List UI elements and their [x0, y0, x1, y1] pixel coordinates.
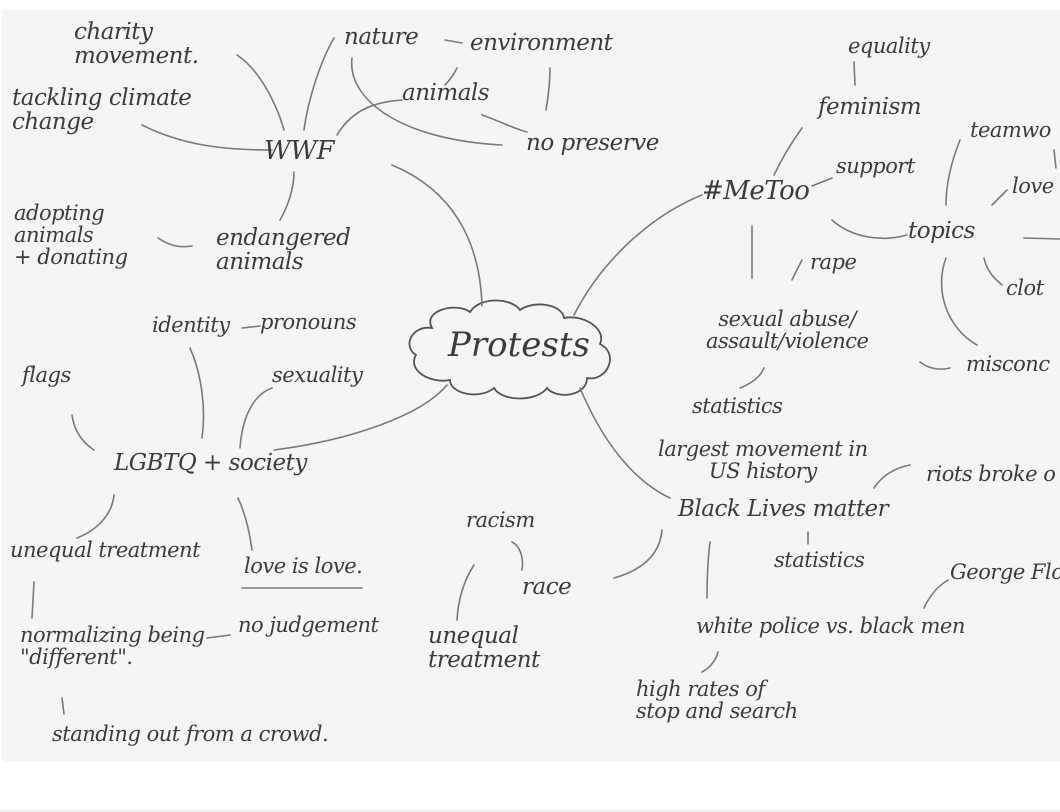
node-sexual-abuse: sexual abuse/ assault/violence: [706, 307, 869, 354]
link-abuse-misconceptions: [919, 361, 951, 370]
node-adopting-animals-donating: adopting animals + donating: [14, 201, 128, 270]
link-teamwork-right: [1053, 149, 1057, 169]
link-nature-reserve: [350, 57, 503, 146]
node-charity-movement: charity movement.: [74, 19, 199, 70]
node-equality: equality: [848, 34, 930, 58]
link-center-blm: [579, 387, 671, 499]
center-topic-protests: Protests: [448, 325, 590, 365]
node-identity: identity: [152, 313, 230, 337]
link-center-wwf: [391, 164, 483, 307]
node-nature-reserve: no preserve: [526, 130, 659, 156]
node-racism: racism: [466, 508, 535, 532]
link-blm-police: [706, 541, 711, 599]
link-blm-riots: [873, 464, 911, 489]
node-white-police: white police vs. black men: [696, 614, 965, 638]
link-metoo-topics: [831, 219, 908, 240]
link-center-lgbtq: [273, 384, 448, 451]
link-identity: [189, 347, 205, 439]
link-topics-misconceptions: [940, 257, 978, 346]
link-racism-race: [511, 541, 524, 571]
node-george-floyd: George Flo: [950, 560, 1060, 584]
link-normalizing-standing: [61, 697, 65, 715]
node-tackling-climate-change: tackling climate change: [12, 85, 192, 136]
link-nature-environment: [444, 39, 463, 44]
link-sexuality: [239, 387, 273, 449]
mind-map-sheet: Protests WWF charity movement. tackling …: [2, 10, 1060, 762]
link-env-animals: [444, 67, 458, 86]
link-abuse-statistics: [739, 367, 765, 389]
link-feminism-equality: [853, 61, 856, 86]
link-animals-reserve: [481, 114, 528, 133]
node-blm-statistics: statistics: [774, 548, 865, 572]
link-wwf-climate: [141, 124, 273, 151]
node-environment: environment: [470, 30, 613, 56]
link-topics-teamwork: [945, 139, 961, 206]
link-unequal: [76, 494, 115, 539]
link-loveislove: [237, 497, 253, 551]
node-feminism: feminism: [818, 94, 922, 120]
node-stop-and-search: high rates of stop and search: [636, 677, 798, 724]
node-standing-out: standing out from a crowd.: [52, 722, 329, 746]
link-unequal-normalizing: [31, 581, 35, 619]
node-support: support: [836, 154, 915, 178]
link-metoo-support: [811, 177, 833, 187]
link-race-blm: [613, 529, 663, 579]
bottom-divider: [0, 810, 1060, 812]
link-police-stopsearch: [701, 651, 719, 673]
link-wwf-endangered: [279, 171, 295, 221]
link-metoo-rape: [791, 259, 803, 281]
link-normalizing-nojudgement: [206, 634, 231, 639]
node-endangered-animals: endangered animals: [216, 225, 351, 276]
node-topics: topics: [908, 218, 975, 244]
node-lgbtq-society: LGBTQ + society: [114, 450, 307, 476]
node-metoo: #MeToo: [702, 176, 810, 206]
link-metoo-feminism: [773, 127, 803, 176]
node-animals: animals: [402, 80, 490, 106]
node-love-is-love: love is love.: [244, 554, 363, 578]
connector-lines: [31, 37, 1060, 715]
node-metoo-statistics: statistics: [692, 394, 783, 418]
node-nature: nature: [344, 24, 419, 50]
node-rape: rape: [810, 250, 857, 274]
link-flags: [71, 414, 95, 451]
link-topics-clothes: [983, 257, 1003, 286]
node-flags: flags: [22, 363, 71, 387]
link-wwf-charity: [236, 54, 285, 131]
link-wwf-nature: [303, 37, 335, 131]
node-largest-movement: largest movement in US history: [658, 437, 868, 484]
node-pronouns: pronouns: [260, 310, 357, 334]
node-normalizing-different: normalizing being "different".: [20, 623, 205, 670]
link-identity-pronouns: [241, 325, 261, 329]
link-statistics-george: [923, 579, 949, 609]
node-race: race: [522, 574, 572, 600]
node-misconceptions: misconc: [966, 352, 1050, 376]
protests-cloud-shape: [408, 299, 611, 400]
node-race-unequal-treatment: unequal treatment: [428, 623, 540, 674]
link-topics-love: [991, 189, 1008, 206]
link-env-reserve: [545, 67, 551, 111]
node-no-judgement: no judgement: [238, 613, 379, 637]
link-topics-right: [1023, 237, 1060, 240]
node-black-lives-matter: Black Lives matter: [678, 496, 889, 522]
node-sexuality: sexuality: [272, 363, 363, 387]
node-clothes: clot: [1006, 276, 1044, 300]
node-love: love: [1012, 174, 1054, 198]
node-riots: riots broke o: [926, 462, 1056, 486]
node-unequal-treatment: unequal treatment: [10, 538, 201, 562]
link-center-metoo: [573, 194, 703, 316]
link-adopting-endangered: [157, 237, 193, 248]
node-teamwork: teamwo: [970, 118, 1051, 142]
link-wwf-animals: [336, 99, 403, 136]
link-race-unequal: [456, 564, 475, 621]
node-wwf: WWF: [264, 136, 335, 166]
